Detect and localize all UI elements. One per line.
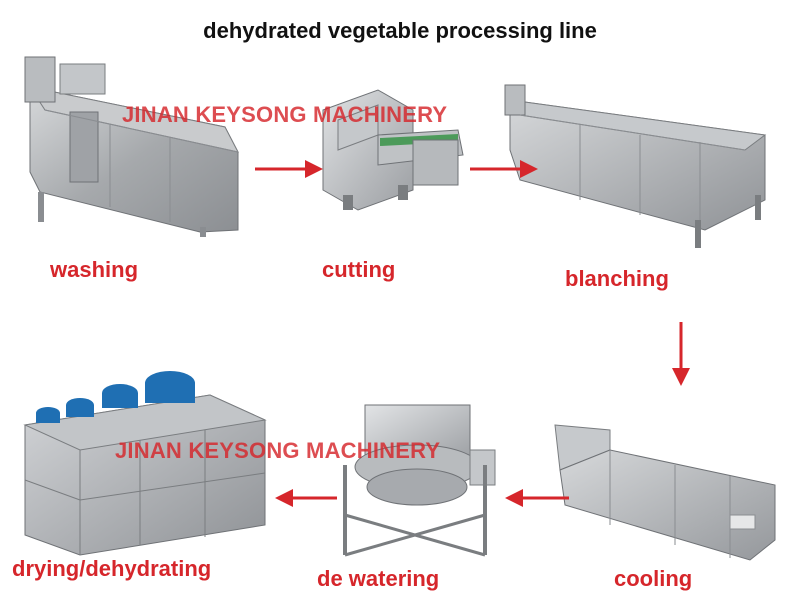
watermark-bottom: JINAN KEYSONG MACHINERY [115, 438, 441, 463]
blanching-machine-image [504, 84, 767, 248]
washing-machine-image [24, 56, 239, 237]
cutting-machine-image [322, 89, 464, 211]
step-label-drying: drying/dehydrating [12, 556, 212, 581]
step-label-blanching: blanching [565, 266, 669, 291]
arrow-cutting-to-blanching [470, 160, 538, 178]
arrow-dewatering-to-drying [275, 489, 337, 507]
arrow-blanching-to-cooling [672, 322, 690, 386]
fan-icon [145, 371, 195, 403]
arrow-washing-to-cutting [255, 160, 323, 178]
watermark-top: JINAN KEYSONG MACHINERY [122, 102, 448, 127]
step-label-dewatering: de watering [317, 566, 440, 591]
drying-machine-image [23, 371, 267, 556]
page-title: dehydrated vegetable processing line [203, 18, 597, 43]
dewatering-machine-image [343, 404, 496, 557]
arrow-cooling-to-dewatering [505, 489, 569, 507]
cooling-machine-image [554, 424, 776, 561]
step-label-cutting: cutting [322, 257, 396, 282]
step-label-washing: washing [50, 257, 139, 282]
step-label-cooling: cooling [614, 566, 693, 591]
